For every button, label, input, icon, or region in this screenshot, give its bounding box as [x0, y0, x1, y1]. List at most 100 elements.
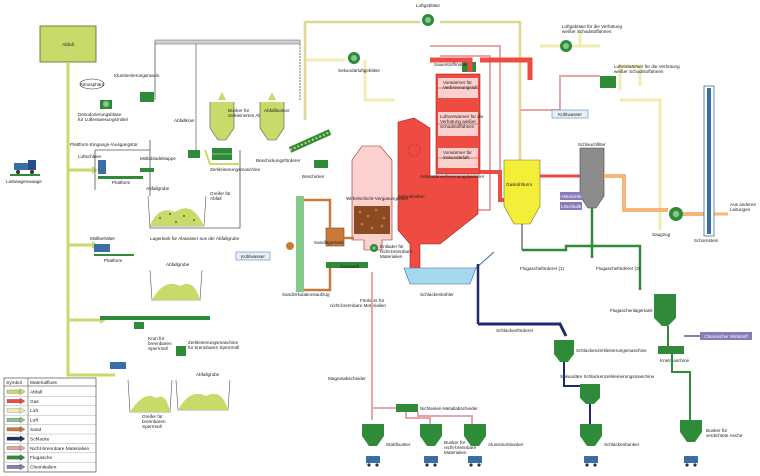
legend-row: Sand: [4, 425, 96, 435]
platform-floor-2: [94, 254, 134, 256]
white-plume-air-heater: [600, 76, 616, 88]
legend-header-material: Materialfluss: [30, 380, 58, 386]
legend-swatch: [6, 436, 21, 441]
waste-pile-2: [152, 283, 200, 300]
legend-swatch: [6, 427, 21, 432]
ash-to-bunker: [667, 326, 691, 420]
feeder-label: Beschicker: [302, 174, 325, 179]
bulky-truck: [110, 362, 126, 369]
preheater-column: [435, 73, 481, 175]
legend-row: Abfall: [4, 388, 96, 397]
legend-arrowhead: [19, 435, 26, 443]
nonferrous-flows: [405, 412, 473, 426]
klumben-label: Klumbenlerungsmasin: [114, 73, 160, 78]
bulky-shredder: [176, 346, 186, 356]
truck-scale: [10, 160, 40, 176]
slaked-lime-tag: [560, 202, 582, 210]
cooling-water-2-label: Kühlwasser: [558, 112, 582, 117]
gas-ducts: [430, 57, 533, 80]
nonferrous-separator: [396, 404, 418, 412]
legend-label: Luft: [30, 418, 39, 424]
waste-source-label: Abfall: [62, 42, 74, 47]
filter-to-fan: [604, 174, 668, 212]
gasifier-bed: [354, 206, 390, 234]
waste-flow-lines: [66, 62, 115, 377]
steel-bunker: [362, 424, 384, 467]
feed-conveyor: [288, 129, 332, 153]
secondary-combustion-label: Sekundärverbrennungskammer: [420, 174, 485, 179]
bulky-crane: [134, 322, 144, 329]
legend-swatch: [6, 465, 21, 469]
slag-conveyor: [478, 322, 568, 337]
legend-row: Nicht-brennbare Materialien: [4, 444, 96, 453]
shredded-bunker-arrow: [218, 92, 226, 100]
fly-ash-conveyor-2-label: Flugascheförderer (2): [596, 266, 641, 271]
legend-swatch: [6, 399, 21, 403]
gas-cooling-tower-label: Gaskühlturm: [506, 182, 532, 187]
legend-row: Luft: [4, 416, 96, 425]
sand-sieve-label: Sandsieb: [340, 264, 360, 269]
fly-ash-tank-label: Flugaschenlagertank: [610, 308, 653, 313]
platform-floor-1: [98, 176, 143, 179]
legend-arrowhead: [19, 407, 26, 414]
legend-label: Luft: [30, 408, 39, 414]
kneading-machine-label: Knetmaschine: [660, 358, 690, 363]
induced-draft-fan: [669, 207, 683, 221]
melting-furnace-label: Schmelzofen: [398, 194, 425, 199]
gasifier-bed-dots: [358, 208, 386, 230]
activated-carbon-label: Aktivkohle: [561, 194, 582, 199]
shredded-waste-bunker: [209, 102, 235, 141]
melting-furnace: [397, 117, 479, 271]
crane-grab: [188, 150, 200, 158]
slag-bunker: [580, 424, 602, 467]
slag-cooler: [403, 267, 477, 285]
platform-1-label: Plattform: [112, 180, 131, 185]
legend-arrowhead: [19, 444, 26, 452]
legend-row: Schlacke: [4, 435, 96, 444]
legend-label: Flugasche: [30, 455, 52, 461]
roof-crane-rail: [154, 39, 301, 45]
shredder-flow: [204, 149, 240, 165]
bulky-crane-rail: [100, 316, 210, 320]
induced-fan-label: Saugzug: [652, 232, 671, 237]
gasifier-label: Wirbelschicht-Vergasungsofen: [346, 196, 408, 201]
legend-row: Flugasche: [4, 454, 96, 463]
legend-swatch: [6, 389, 21, 394]
nc-route: [371, 300, 396, 409]
ash-bunker: [680, 420, 702, 467]
waste-pit-2-label: Abfallgrube: [166, 262, 190, 267]
garbage-container: [94, 244, 110, 252]
waste-source-box: [39, 25, 97, 63]
dump-flap-label: Müllabladeklappe: [140, 156, 176, 161]
legend-swatch: [6, 455, 21, 460]
bag-filter-label: Schlauchfilter: [578, 142, 606, 147]
waste-pit-label: Abfallgrube: [146, 186, 170, 191]
blower-bottom: [286, 242, 294, 250]
cooling-water-1-label: Kühlwasser: [241, 254, 265, 259]
legend-items: AbfallGasLuftLuftSandSchlackeNicht-brenn…: [4, 388, 96, 472]
legend-arrowhead: [19, 463, 26, 471]
sand-tank-label: Sandlagertank: [314, 240, 344, 245]
feeder: [314, 160, 328, 168]
air-curtain: [98, 160, 106, 174]
legend-arrowhead: [19, 425, 26, 433]
legend-arrowhead: [19, 397, 26, 405]
waste-bunker-arrow: [268, 92, 276, 100]
melting-swirl: [407, 143, 421, 157]
cooling-water-tag-2: [551, 109, 589, 119]
bulky-grab-pile: [130, 395, 170, 412]
legend-arrowhead: [19, 454, 26, 461]
garbage-container-label: Müllbehälter: [90, 236, 115, 241]
slag-flow-down: [563, 362, 591, 426]
chemical-agent-tag: [700, 332, 752, 340]
legend-swatch: [6, 418, 21, 422]
